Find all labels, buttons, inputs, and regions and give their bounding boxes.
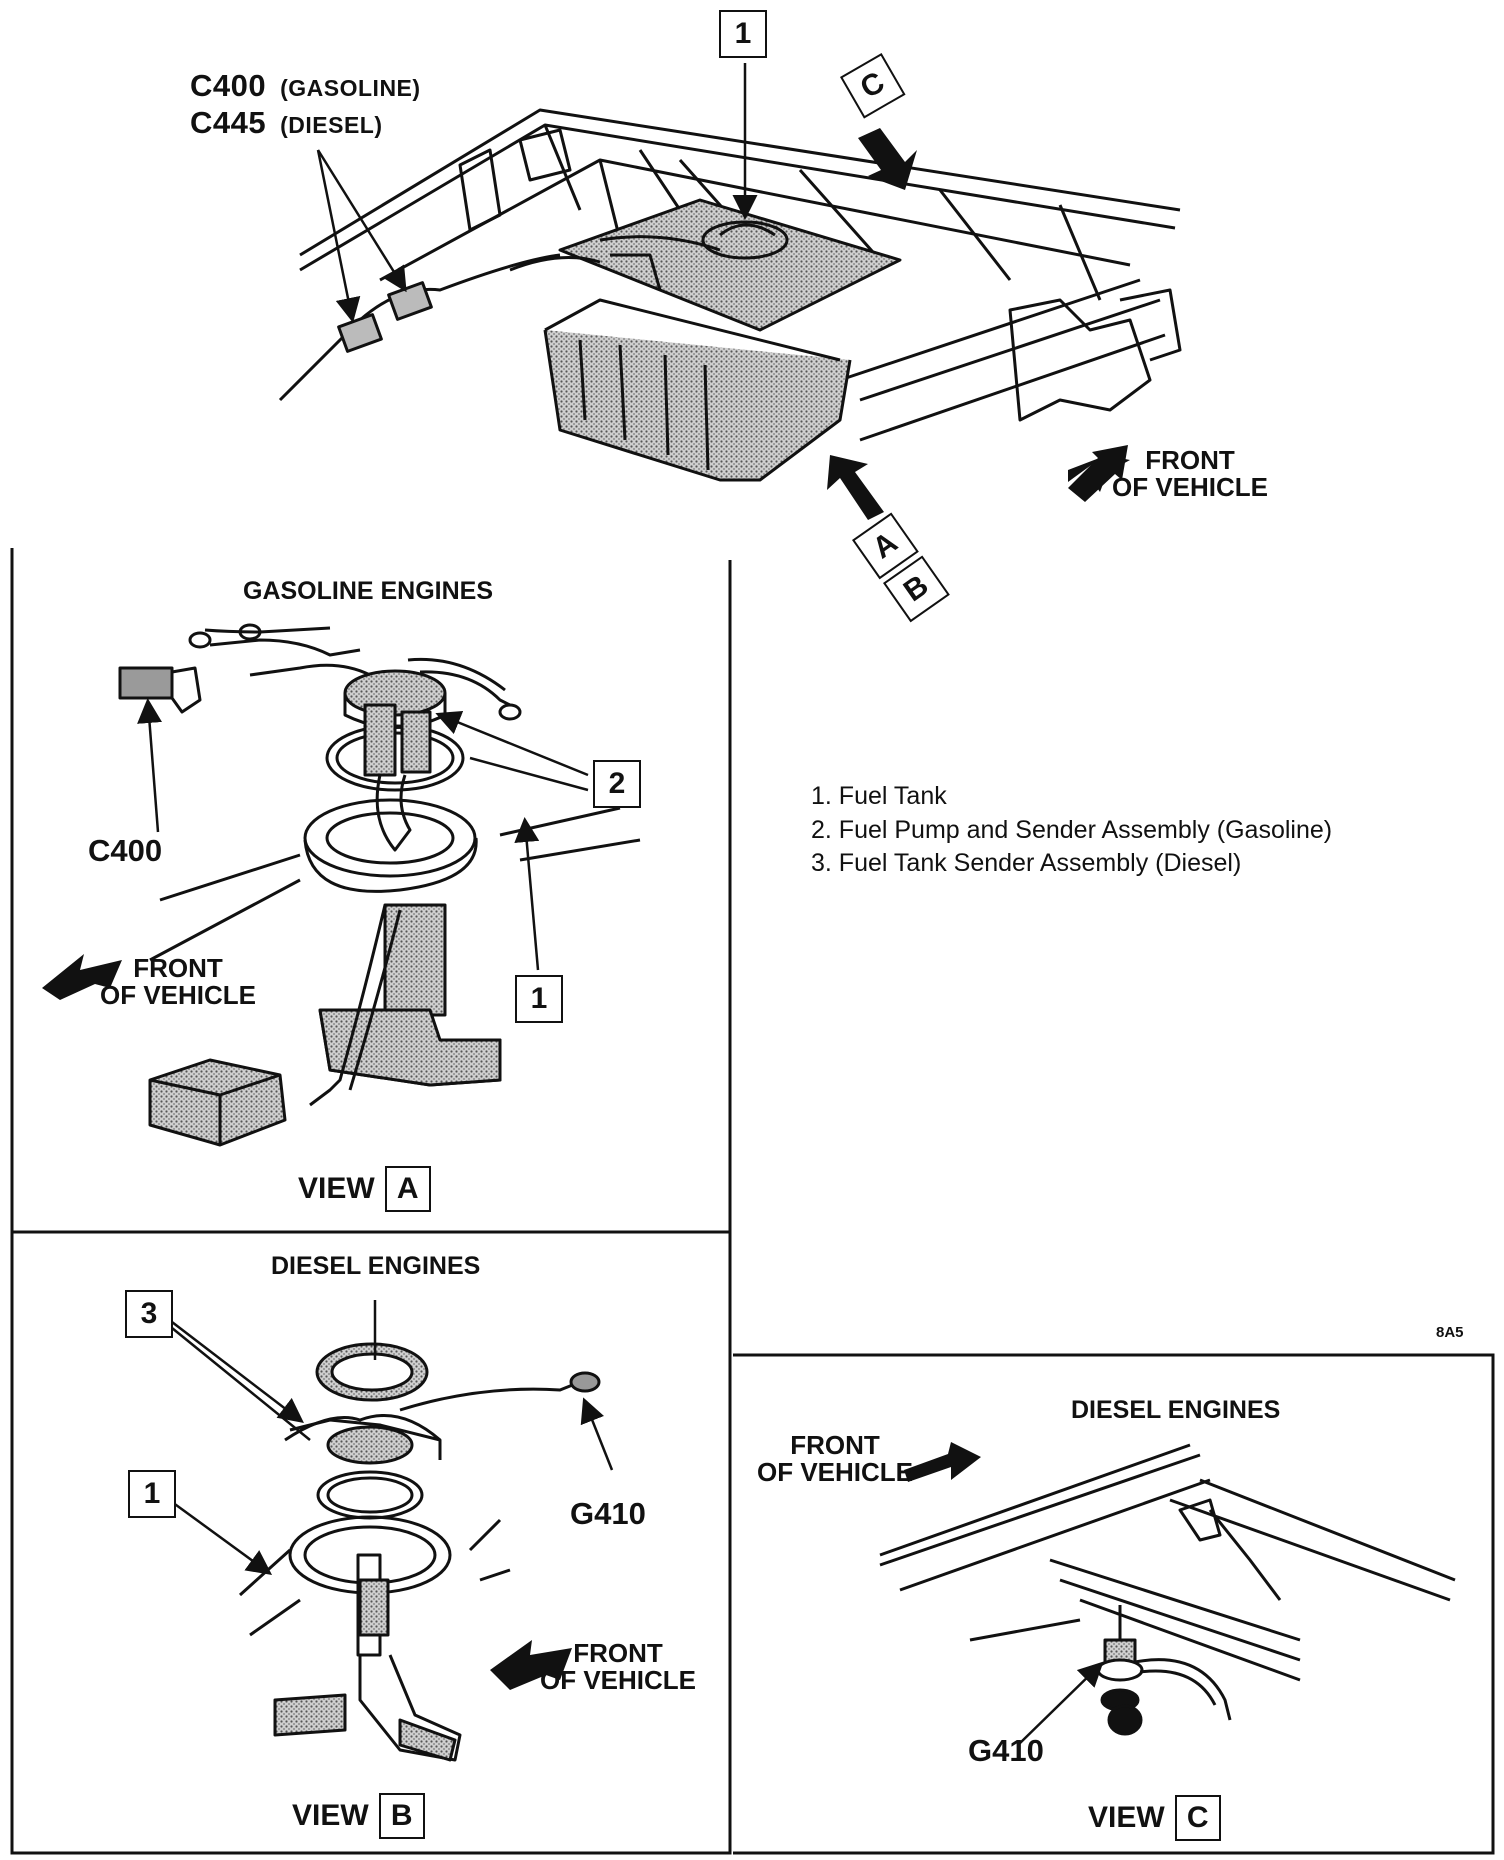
view-c-caption-word: VIEW [1088,1801,1165,1835]
panel-borders [10,548,1495,1855]
view-b-callout-1: 1 [128,1470,176,1518]
view-a-front-line1: FRONT [133,953,223,983]
connector-c445-label: C445 (DIESEL) [190,105,383,140]
connector-c400-label: C400 (GASOLINE) [190,68,421,103]
front-arrow-view-a [42,954,122,1000]
view-b-callout-3: 3 [125,1290,173,1338]
front-top-line1: FRONT [1145,445,1235,475]
view-a-callout-1: 1 [515,975,563,1023]
view-c-front-of-vehicle: FRONT OF VEHICLE [757,1430,914,1488]
view-c-arrow [858,128,917,190]
view-b-front-line1: FRONT [573,1638,663,1668]
view-a-caption: VIEW A [298,1166,431,1212]
top-leader-lines [316,63,758,323]
view-a-connector-label: C400 [88,833,163,868]
view-b-illustration [238,1342,601,1762]
view-c-title: DIESEL ENGINES [1071,1396,1281,1424]
legend-item-3: 3. Fuel Tank Sender Assembly (Diesel) [811,849,1242,877]
view-c-illustration [879,1443,1456,1736]
view-ab-arrow [827,455,884,520]
front-arrow-view-c [904,1442,981,1482]
legend-item-1: 1. Fuel Tank [811,782,947,810]
front-of-vehicle-top: FRONT OF VEHICLE [1112,445,1269,503]
view-b-front-of-vehicle: FRONT OF VEHICLE [540,1638,697,1696]
connector-c400-code: C400 [190,68,267,103]
view-a-front-line2: OF VEHICLE [100,980,257,1011]
chassis-illustration [278,108,1182,482]
front-arrow-top-shape [1068,445,1128,502]
parts-legend: 1. Fuel Tank 2. Fuel Pump and Sender Ass… [811,780,1332,881]
view-c-front-line1: FRONT [790,1430,880,1460]
connector-c445-desc: (DIESEL) [280,112,383,138]
view-c-leaders [1017,1661,1104,1746]
view-c-caption-letter: C [1174,1795,1221,1841]
view-a-caption-word: VIEW [298,1172,375,1206]
view-a-leaders [137,698,589,971]
view-c-ground-label: G410 [968,1733,1044,1768]
view-a-title: GASOLINE ENGINES [243,577,494,605]
view-b-caption-word: VIEW [292,1799,369,1833]
view-b-ground-label: G410 [570,1496,646,1531]
view-b-leaders [171,1300,614,1575]
front-top-line2: OF VEHICLE [1112,472,1269,503]
view-c-front-line2: OF VEHICLE [757,1457,914,1488]
view-b-title: DIESEL ENGINES [271,1252,481,1280]
view-a-front-of-vehicle: FRONT OF VEHICLE [100,953,257,1011]
view-b-front-line2: OF VEHICLE [540,1665,697,1696]
connector-c445-code: C445 [190,105,267,140]
view-c-caption: VIEW C [1088,1795,1221,1841]
legend-item-2: 2. Fuel Pump and Sender Assembly (Gasoli… [811,815,1333,844]
connector-c400-desc: (GASOLINE) [280,75,421,101]
view-b-caption-letter: B [378,1793,425,1839]
figure-code: 8A5 [1436,1324,1464,1341]
callout-1-top: 1 [719,10,767,58]
view-a-callout-2: 2 [593,760,641,808]
view-a-caption-letter: A [384,1166,431,1212]
view-a-illustration [118,623,641,1147]
front-arrow-view-b [490,1640,572,1690]
view-b-caption: VIEW B [292,1793,425,1839]
